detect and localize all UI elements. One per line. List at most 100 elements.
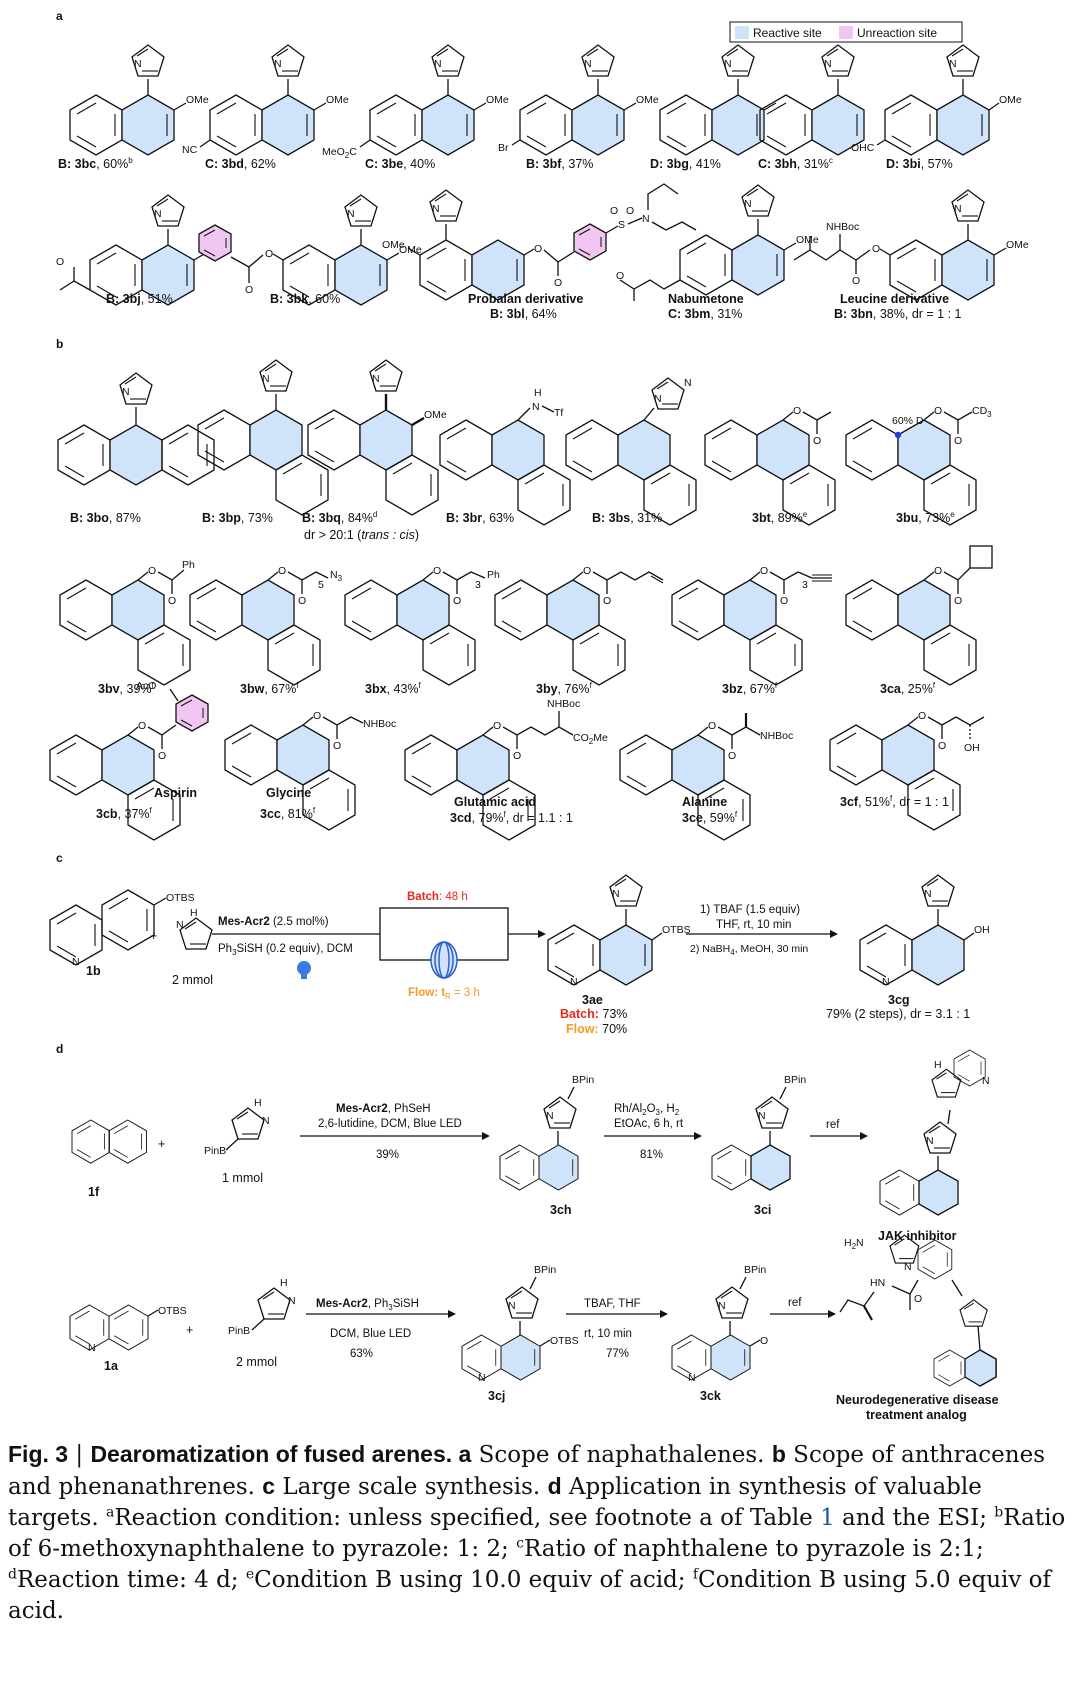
plus-sign-d2: + xyxy=(186,1323,193,1337)
legend-reactive-swatch xyxy=(735,26,749,39)
atom-n: N xyxy=(570,976,578,988)
atom-co2me: CO2Me xyxy=(573,732,608,746)
caption-footnote-a-text: Reaction condition: unless specified, se… xyxy=(114,1505,821,1531)
atom-h2n: H2N xyxy=(844,1237,864,1251)
structure-3bu: 60% D O O CD3 xyxy=(845,405,992,526)
label-3bq: B: 3bq, 84%d xyxy=(302,510,377,525)
structure-3bc: N OMe xyxy=(69,44,209,156)
atom-o: O xyxy=(793,405,801,417)
atom-n: N xyxy=(904,1261,912,1273)
condition-d2-yield: 63% xyxy=(350,1348,373,1360)
arrowhead-d2c xyxy=(828,1310,836,1318)
label-ref-d1: ref xyxy=(826,1119,840,1131)
atom-n: N xyxy=(134,58,142,70)
repeat-3: 3 xyxy=(475,579,481,591)
atom-o: O xyxy=(934,565,942,577)
label-3ae: 3ae xyxy=(582,993,603,1007)
figure-canvas: a Reactive site Unreaction site N OMe N … xyxy=(49,9,1029,1422)
caption-separator: | xyxy=(68,1442,91,1468)
structure-3ci: N BPin xyxy=(711,1074,806,1191)
label-3ci: 3ci xyxy=(754,1203,771,1217)
atom-n: N xyxy=(584,58,592,70)
atom-n: N xyxy=(724,58,732,70)
atom-s: S xyxy=(618,219,625,231)
label-name-3bl: Probalan derivative xyxy=(468,292,583,306)
label-1a: 1a xyxy=(104,1359,119,1373)
label-3cb: 3cb, 37%f xyxy=(96,806,153,821)
label-3bd: C: 3bd, 62% xyxy=(205,157,276,171)
structure-3bg: N xyxy=(659,44,777,156)
label-name-3cc: Glycine xyxy=(266,786,311,800)
atom-o-carbonyl: O xyxy=(954,435,962,447)
atom-cd3: CD3 xyxy=(972,405,992,419)
label-3cj: 3cj xyxy=(488,1389,505,1403)
atom-o: O xyxy=(56,256,64,268)
structure-3cf: O O OH xyxy=(829,710,985,831)
label-3cg-yield: 79% (2 steps), dr = 3.1 : 1 xyxy=(826,1007,970,1021)
atom-n: N xyxy=(122,386,130,398)
atom-h: H xyxy=(280,1277,288,1289)
label-3by: 3by, 76%f xyxy=(536,681,593,696)
structure-3bp: N xyxy=(197,359,329,516)
atom-n: N xyxy=(744,198,752,210)
legend-unreaction-label: Unreaction site xyxy=(857,26,937,40)
atom-o-carbonyl: O xyxy=(158,750,166,762)
arrowhead-d2b xyxy=(660,1310,668,1318)
condition-step1: 1) TBAF (1.5 equiv) xyxy=(700,904,800,916)
label-neuro-line2: treatment analog xyxy=(866,1408,967,1422)
atom-n-pyrazole: N xyxy=(718,1300,726,1312)
label-3br: B: 3br, 63% xyxy=(446,511,514,525)
structure-3cb: O O AcO xyxy=(49,680,209,841)
atom-o: O xyxy=(493,720,501,732)
structure-3be: N OMe MeO2C xyxy=(322,44,509,160)
atom-n: N xyxy=(949,58,957,70)
label-3cf: 3cf, 51%f, dr = 1 : 1 xyxy=(840,794,949,809)
atom-o-s2: O xyxy=(626,205,634,217)
legend-unreaction-swatch xyxy=(839,26,853,39)
structure-3ck: N N BPin O xyxy=(671,1264,768,1384)
label-3ce: 3ce, 59%f xyxy=(682,810,738,825)
condition-d2-line2: DCM, Blue LED xyxy=(330,1328,411,1340)
label-3bt: 3bt, 89%e xyxy=(752,510,808,525)
atom-o-carbonyl: O xyxy=(554,277,562,289)
atom-n-imidazole: N xyxy=(684,377,692,389)
atom-oh: OH xyxy=(974,924,990,936)
label-3bs: B: 3bs, 31% xyxy=(592,511,662,525)
atom-n: N xyxy=(654,393,662,405)
label-name-3cb: Aspirin xyxy=(154,786,197,800)
atom-o-carbonyl: O xyxy=(954,595,962,607)
caption-table-link[interactable]: 1 xyxy=(820,1505,835,1531)
structure-3bw: O O 5 N3 xyxy=(189,565,343,686)
label-name-3bn: Leucine derivative xyxy=(840,292,949,306)
structure-jak-inhibitor: N H N xyxy=(879,1049,990,1216)
label-3bc: B: 3bc, 60%b xyxy=(58,156,133,171)
atom-o: O xyxy=(138,720,146,732)
structure-pyrazole-c: N H xyxy=(176,907,213,950)
label-ref-d2: ref xyxy=(788,1297,802,1309)
atom-o-carbonyl: O xyxy=(298,595,306,607)
structure-3bx: O O 3 Ph xyxy=(344,565,500,686)
label-3bu: 3bu, 73%e xyxy=(896,510,955,525)
structure-3bn: N OMe O O NHBoc xyxy=(793,189,1029,301)
atom-o: O xyxy=(433,565,441,577)
condition-step2: 2) NaBH4, MeOH, 30 min xyxy=(690,943,808,957)
plus-sign-c: + xyxy=(150,929,157,943)
atom-h: H xyxy=(534,387,542,399)
atom-n: N xyxy=(432,203,440,215)
atom-otbs: OTBS xyxy=(662,924,691,936)
atom-pinb: PinB xyxy=(228,1325,250,1337)
label-flow-c: Flow: tR = 3 h xyxy=(408,987,480,1001)
label-3bj: B: 3bj, 51% xyxy=(106,292,173,306)
arrowhead-d2 xyxy=(448,1310,456,1318)
structure-3bz: O O 3 xyxy=(671,565,832,686)
atom-n: N xyxy=(688,1372,696,1384)
atom-n-pyridine: N xyxy=(982,1075,990,1087)
atom-ome: OMe xyxy=(636,94,659,106)
caption-footnote-c-marker: c xyxy=(516,1535,524,1552)
atom-o: O xyxy=(760,1335,768,1347)
structure-1a: N OTBS xyxy=(69,1304,187,1354)
structure-1b: N OTBS xyxy=(49,889,195,968)
label-1b: 1b xyxy=(86,964,101,978)
atom-o: O xyxy=(583,565,591,577)
atom-bpin: BPin xyxy=(534,1264,556,1276)
